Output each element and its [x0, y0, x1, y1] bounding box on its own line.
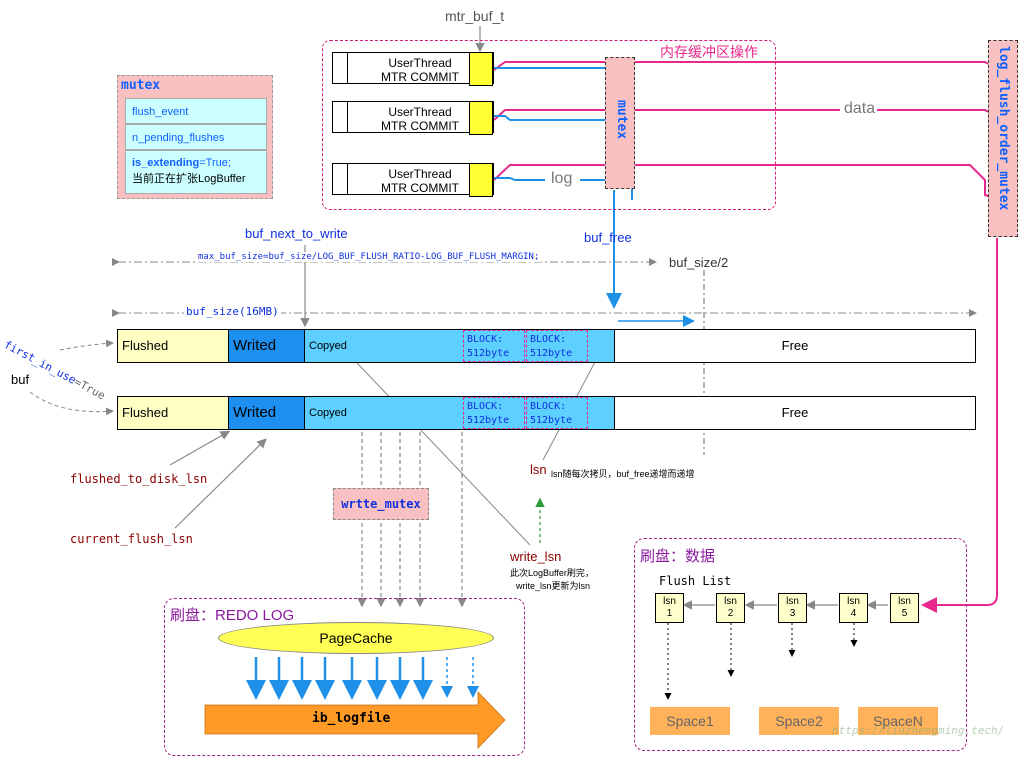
- log-buffer-row-1: Flushed Writed Copyed BLOCK:512byte BLOC…: [117, 329, 976, 363]
- write-lsn-diag: [339, 344, 531, 546]
- free-segment: Free: [781, 338, 809, 353]
- data-flush-group: [634, 538, 967, 751]
- buf-label: buf: [11, 372, 30, 387]
- log-buffer-row-2: Flushed Writed Copyed BLOCK:512byte BLOC…: [117, 396, 976, 430]
- block-1: BLOCK:512byte: [463, 330, 525, 362]
- mutex-struct-title: mutex: [121, 78, 161, 93]
- space-n: SpaceN: [858, 707, 938, 735]
- mutex-vertical-label: mutex: [614, 100, 629, 140]
- write-lsn-label: write_lsn: [510, 549, 562, 564]
- redo-log-title: 刷盘：REDO LOG: [170, 607, 295, 624]
- mtr-buf-yellow-1: [469, 52, 493, 86]
- flush-list-label: Flush List: [659, 574, 732, 588]
- thread-bar: [333, 102, 348, 132]
- flushed-segment: Flushed: [118, 330, 229, 362]
- mutex-vertical-box: [605, 57, 635, 189]
- ib-logfile-arrow: [204, 691, 506, 749]
- write-mutex-box: wrtte_mutex: [333, 488, 429, 520]
- mtr-buf-t-label: mtr_buf_t: [445, 8, 505, 24]
- watermark: https://liuzhengming.tech/: [832, 724, 1005, 737]
- thread-bar: [333, 53, 348, 83]
- mutex-field-extending: is_extending=True; 当前正在扩张LogBuffer: [125, 150, 267, 194]
- page-cache: PageCache: [218, 622, 494, 654]
- magenta-line-down: [921, 238, 998, 613]
- mtr-buf-yellow-2: [469, 101, 493, 135]
- blue-line-2: [494, 115, 605, 121]
- ib-logfile-label: ib_logfile: [312, 711, 391, 726]
- buf-arrow: [29, 391, 114, 416]
- buf-free-label: buf_free: [584, 230, 632, 245]
- copyed-segment: Copyed: [305, 330, 615, 362]
- log-flush-order-mutex-box: [988, 40, 1018, 237]
- lsn-label: lsn: [530, 462, 547, 477]
- write-lsn-note-1: 此次LogBuffer刷完，: [510, 568, 594, 578]
- current-lsn-line: [174, 438, 267, 529]
- redo-log-group: [164, 598, 525, 756]
- log-flush-order-mutex-label: log_flush_order_mutex: [996, 46, 1011, 211]
- max-buf-size-label: max_buf_size=buf_size/LOG_BUF_FLUSH_RATI…: [196, 252, 542, 262]
- flush-to-space-arrows: [664, 623, 858, 700]
- data-label: data: [842, 100, 878, 118]
- data-flush-title: 刷盘：数据: [640, 548, 716, 565]
- flushed-segment: Flushed: [118, 397, 229, 429]
- current-flush-lsn-label: current_flush_lsn: [70, 532, 193, 546]
- space-1: Space1: [650, 707, 730, 735]
- block-2: BLOCK:512byte: [526, 397, 588, 429]
- copyed-segment: Copyed: [305, 397, 615, 429]
- free-segment: Free: [781, 405, 809, 420]
- first-in-use-arrow: [59, 339, 114, 351]
- pagecache-arrows: [246, 657, 433, 700]
- lsn-note: lsn随每次拷贝，buf_free递增而递增: [551, 469, 695, 479]
- magenta-line-2b: [876, 109, 1001, 119]
- memory-op-group: [322, 40, 776, 210]
- writed-segment: Writed: [229, 397, 305, 429]
- buf-size-16mb-label: buf_size(16MB): [184, 305, 281, 318]
- mutex-field-n-pending: n_pending_flushes: [125, 124, 267, 150]
- buf-size-half-label: buf_size/2: [669, 255, 729, 270]
- flushed-lsn-line: [169, 430, 231, 466]
- blue-line-3: [494, 177, 545, 181]
- block-1: BLOCK:512byte: [463, 397, 525, 429]
- log-label: log: [549, 170, 575, 188]
- pagecache-dashed-arrows: [441, 657, 479, 698]
- thread-bar: [333, 164, 348, 194]
- buf-next-to-write-label: buf_next_to_write: [245, 226, 348, 241]
- write-lsn-note-2: write_lsn更新为lsn: [516, 581, 591, 591]
- flushed-to-disk-lsn-label: flushed_to_disk_lsn: [70, 472, 208, 486]
- space-2: Space2: [759, 707, 839, 735]
- mutex-field-flush-event: flush_event: [125, 98, 267, 124]
- magenta-line-3: [493, 164, 1001, 201]
- writed-segment: Writed: [229, 330, 305, 362]
- mtr-buf-yellow-3: [469, 163, 493, 197]
- block-2: BLOCK:512byte: [526, 330, 588, 362]
- memory-op-title: 内存缓冲区操作: [660, 45, 758, 61]
